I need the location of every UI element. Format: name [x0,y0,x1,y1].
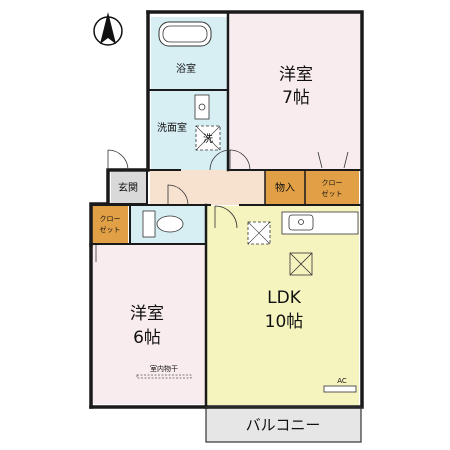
ventilation-icon [289,252,313,276]
toilet-icon [142,210,156,238]
indoor-drying-icon [136,374,192,379]
room-western-north [230,13,360,171]
room-entrance-name: 玄関 [118,181,138,194]
room-ldk-size: 10帖 [265,312,304,332]
kitchen-sink-icon [288,214,314,231]
ac-label: AC [337,377,347,385]
balcony-label: バルコニー [246,416,321,434]
closet-left [92,205,128,243]
room-western-north-size: 7帖 [282,88,310,108]
room-western-north-name: 洋室 [279,65,313,85]
closet-right-line1: クロー [322,179,343,187]
doors [95,149,349,262]
washer-mark: 洗 [203,133,213,145]
balcony [206,406,361,442]
closet-left-line1: クロー [100,215,121,223]
room-ldk-name: LDK [267,288,302,308]
room-storage [265,170,305,205]
room-entrance [111,172,146,203]
room-washroom-name: 洗面室 [157,121,187,134]
room-western-south [93,244,206,404]
room-western-south-name: 洋室 [130,304,164,324]
room-storage-name: 物入 [275,181,295,194]
bathtub-icon [158,21,212,47]
room-bath-name: 浴室 [176,62,196,75]
closet-left-line2: ゼット [100,225,121,234]
ac-unit-icon [323,385,357,393]
washbasin-icon [194,94,210,120]
corridor [150,170,267,205]
indoor-drying-label: 室内物干 [150,364,178,373]
north-arrow-icon [93,12,123,46]
closet-right-line2: ゼット [322,189,343,198]
room-ldk [207,206,359,405]
room-western-south-size: 6帖 [133,328,161,348]
balcony-outline [205,406,362,443]
closet-right [305,170,359,205]
